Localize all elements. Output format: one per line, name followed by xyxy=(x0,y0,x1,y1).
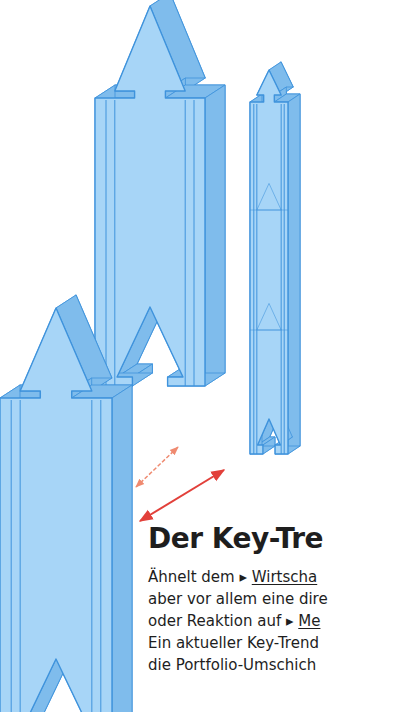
body-text-line: oder Reaktion auf ▸ Me xyxy=(148,610,320,632)
track-block xyxy=(0,295,132,712)
join-arrow xyxy=(140,470,224,521)
section-heading: Der Key-Tre xyxy=(148,522,323,556)
join-arrow xyxy=(136,447,178,487)
track-block xyxy=(250,62,300,454)
body-text-line: Ähnelt dem ▸ Wirtscha xyxy=(148,566,317,588)
body-text-line: die Portfolio-Umschich xyxy=(148,654,316,676)
body-text-line: aber vor allem eine dire xyxy=(148,588,328,610)
body-text-line: Ein aktueller Key-Trend xyxy=(148,632,319,654)
track-block xyxy=(95,0,225,386)
